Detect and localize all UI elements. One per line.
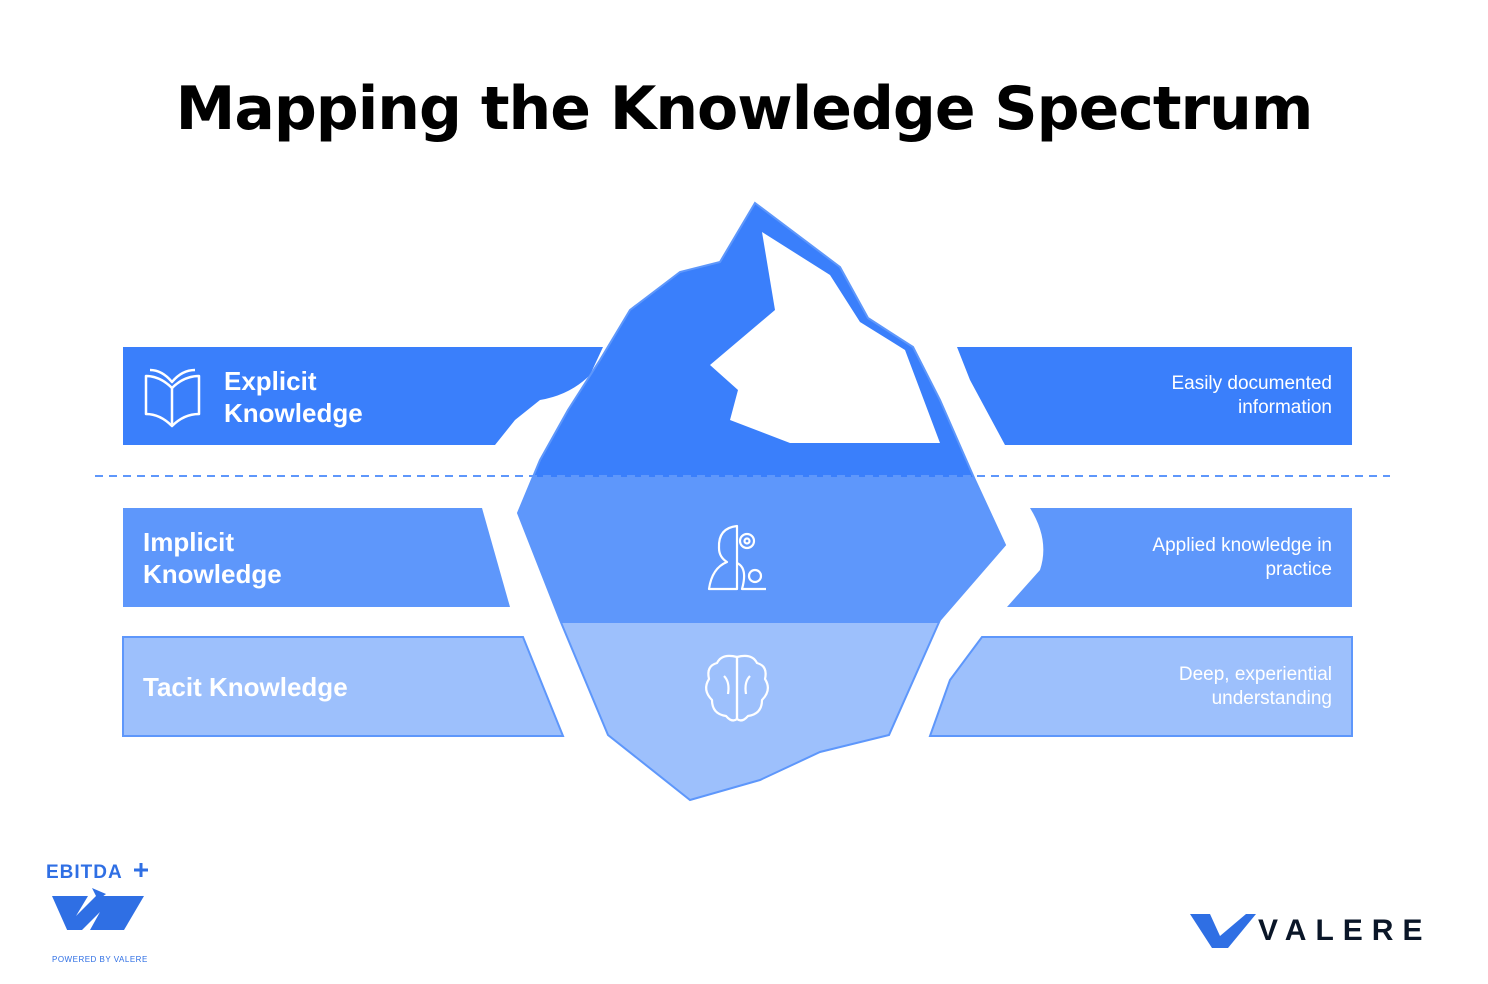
valere-logo-mark — [1190, 914, 1256, 948]
explicit-right-panel — [957, 347, 1352, 445]
ebitda-logo-mark — [52, 863, 148, 930]
tacit-label: Tacit Knowledge — [143, 672, 348, 702]
tacit-right-panel — [928, 636, 1353, 737]
tacit-left-panel — [122, 636, 565, 737]
ebitda-logo-text: EBITDA — [46, 862, 123, 883]
valere-logo-text: VALERE — [1258, 914, 1432, 947]
iceberg-snow — [710, 232, 940, 443]
book-icon — [144, 368, 201, 428]
ebitda-logo-subtitle: POWERED BY VALERE — [52, 955, 148, 964]
implicit-left-panel — [123, 508, 510, 607]
page-title: Mapping the Knowledge Spectrum — [175, 74, 1314, 144]
explicit-left-panel — [123, 347, 603, 445]
brain-icon — [705, 654, 769, 722]
implicit-right-panel — [1007, 508, 1352, 607]
head-gears-icon — [707, 524, 766, 591]
